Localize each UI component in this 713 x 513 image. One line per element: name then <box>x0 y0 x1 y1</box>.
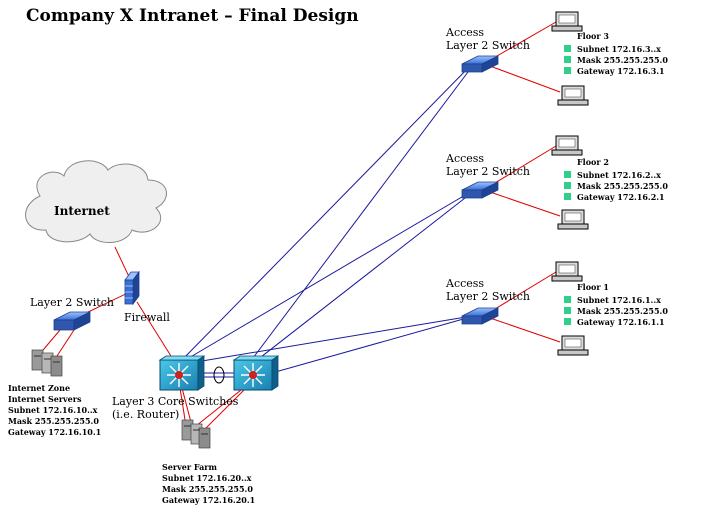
access-label-line: Access <box>446 26 485 39</box>
core-switches-label: Layer 3 Core Switches (i.e. Router) <box>112 395 238 421</box>
internet-label: Internet <box>54 204 110 218</box>
access-switch-floor1-icon <box>461 307 499 325</box>
access-label-line: Access <box>446 277 485 290</box>
core-switch-1-icon <box>158 355 206 391</box>
floor-mask: Mask 255.255.255.0 <box>577 305 668 316</box>
red-links <box>37 21 561 433</box>
internet-zone-line: Mask 255.255.255.0 <box>8 416 99 426</box>
access-label-line: Layer 2 Switch <box>446 39 530 52</box>
server-farm-info: Server Farm Subnet 172.16.20..x Mask 255… <box>162 462 255 506</box>
internet-servers-icon <box>31 349 63 377</box>
internet-zone-line: Internet Servers <box>8 394 82 404</box>
bullet-icon <box>564 182 571 189</box>
bullet-icon <box>564 193 571 200</box>
access-label-line: Access <box>446 152 485 165</box>
access-switch-floor2-icon <box>461 181 499 199</box>
bullet-icon <box>564 171 571 178</box>
floor-mask: Mask 255.255.255.0 <box>577 180 668 191</box>
floor3-info: Floor 3 Subnet 172.16.3..x Mask 255.255.… <box>564 31 668 76</box>
internet-cloud <box>25 160 167 243</box>
workstation-floor3-top-icon <box>551 11 583 32</box>
floor-subnet: Subnet 172.16.1..x <box>577 294 661 305</box>
internet-zone-line: Internet Zone <box>8 383 71 393</box>
access-label-line: Layer 2 Switch <box>446 290 530 303</box>
bullet-icon <box>564 67 571 74</box>
internet-zone-line: Gateway 172.16.10.1 <box>8 427 102 437</box>
floor-name: Floor 3 <box>577 31 609 41</box>
diagram-title: Company X Intranet – Final Design <box>26 6 359 26</box>
server-farm-line: Server Farm <box>162 462 217 472</box>
floor-mask: Mask 255.255.255.0 <box>577 54 668 65</box>
workstation-floor1-bottom-icon <box>557 335 589 356</box>
core-label-line: (i.e. Router) <box>112 408 180 421</box>
firewall-icon <box>124 270 140 306</box>
internet-zone-info: Internet Zone Internet Servers Subnet 17… <box>8 383 101 438</box>
floor1-info: Floor 1 Subnet 172.16.1..x Mask 255.255.… <box>564 282 668 327</box>
bullet-icon <box>564 296 571 303</box>
internet-zone-line: Subnet 172.16.10..x <box>8 405 98 415</box>
access-switch-floor1-label: Access Layer 2 Switch <box>446 277 530 303</box>
workstation-floor1-top-icon <box>551 261 583 282</box>
bullet-icon <box>564 45 571 52</box>
floor-name: Floor 1 <box>577 282 609 292</box>
access-switch-floor2-label: Access Layer 2 Switch <box>446 152 530 178</box>
floor2-info: Floor 2 Subnet 172.16.2..x Mask 255.255.… <box>564 157 668 202</box>
floor-name: Floor 2 <box>577 157 609 167</box>
access-label-line: Layer 2 Switch <box>446 165 530 178</box>
workstation-floor2-top-icon <box>551 135 583 156</box>
server-farm-line: Mask 255.255.255.0 <box>162 484 253 494</box>
floor-subnet: Subnet 172.16.3..x <box>577 43 661 54</box>
edge-switch-icon <box>53 311 91 331</box>
access-switch-floor3-label: Access Layer 2 Switch <box>446 26 530 52</box>
core-switch-2-icon <box>232 355 280 391</box>
workstation-floor2-bottom-icon <box>557 209 589 230</box>
core-label-line: Layer 3 Core Switches <box>112 395 239 408</box>
blue-trunk-links <box>179 63 475 379</box>
floor-subnet: Subnet 172.16.2..x <box>577 169 661 180</box>
bullet-icon <box>564 307 571 314</box>
floor-gateway: Gateway 172.16.1.1 <box>577 316 665 327</box>
floor-gateway: Gateway 172.16.3.1 <box>577 65 665 76</box>
bullet-icon <box>564 56 571 63</box>
workstation-floor3-bottom-icon <box>557 85 589 106</box>
server-farm-line: Gateway 172.16.20.1 <box>162 495 256 505</box>
access-switch-floor3-icon <box>461 55 499 73</box>
edge-switch-label: Layer 2 Switch <box>30 296 114 309</box>
core-interlink <box>202 366 236 384</box>
floor-gateway: Gateway 172.16.2.1 <box>577 191 665 202</box>
firewall-label: Firewall <box>124 311 170 324</box>
server-farm-icon <box>181 419 211 449</box>
server-farm-line: Subnet 172.16.20..x <box>162 473 252 483</box>
bullet-icon <box>564 318 571 325</box>
